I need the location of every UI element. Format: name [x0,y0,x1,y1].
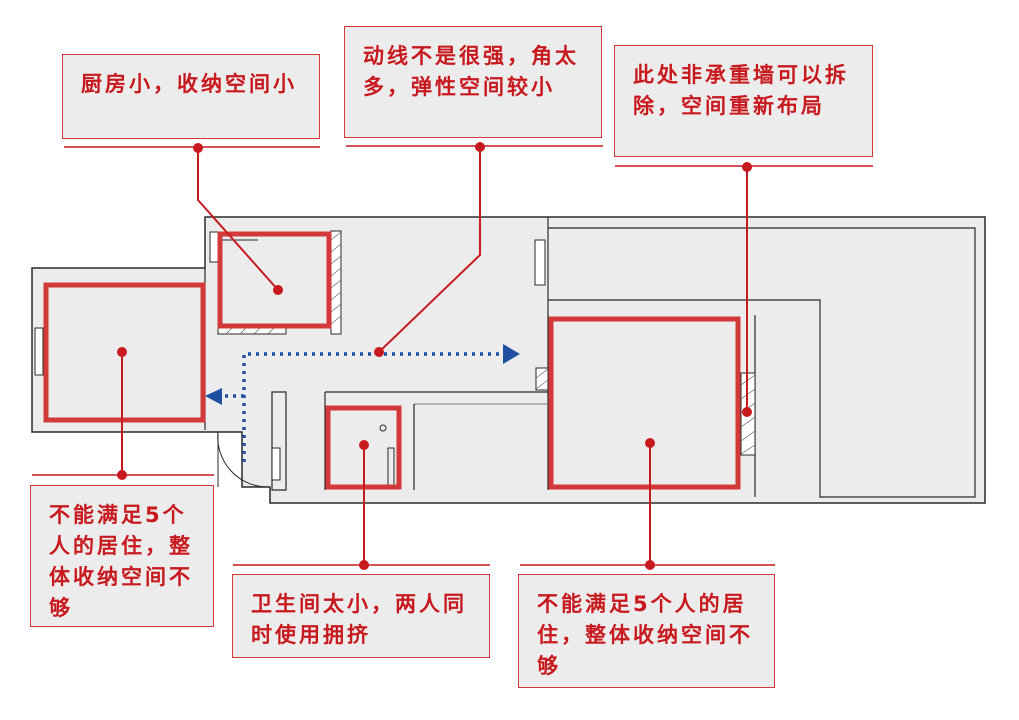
note-circulation: 动线不是很强，角太多，弹性空间较小 [344,26,602,138]
note-bathroom: 卫生间太小，两人同时使用拥挤 [232,574,490,658]
leader-lines [121,147,748,565]
note-circulation-text: 动线不是很强，角太多，弹性空间较小 [363,44,579,99]
note-left-room-text: 不能满足5个人的居住，整体收纳空间不够 [49,503,193,620]
note-wall: 此处非承重墙可以拆除，空间重新布局 [614,45,873,157]
zone-kitchen [217,231,332,329]
note-right-room: 不能满足5个人的居住，整体收纳空间不够 [518,574,775,688]
note-right-room-text: 不能满足5个人的居住，整体收纳空间不够 [537,592,753,678]
arrow-head-right [503,344,520,364]
note-bathroom-text: 卫生间太小，两人同时使用拥挤 [251,592,467,647]
arrow-head-left [205,388,222,405]
note-kitchen-text: 厨房小，收纳空间小 [81,72,297,96]
note-kitchen: 厨房小，收纳空间小 [62,54,320,139]
note-wall-text: 此处非承重墙可以拆除，空间重新布局 [633,63,849,118]
note-left-room: 不能满足5个人的居住，整体收纳空间不够 [30,485,214,627]
leader-dots [117,142,752,570]
circulation-arrow [205,344,520,462]
zone-left-bedroom [43,282,206,423]
zone-right-bedroom [548,316,741,490]
